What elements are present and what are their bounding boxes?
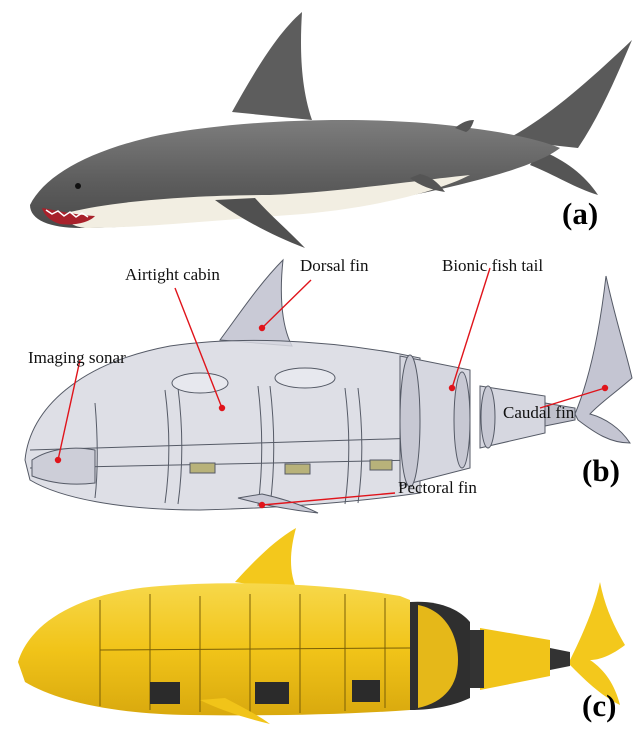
label-bionic-fish-tail: Bionic fish tail bbox=[442, 256, 543, 276]
yellow-robotic-shark bbox=[0, 510, 639, 733]
label-pectoral-fin: Pectoral fin bbox=[398, 478, 477, 498]
panel-a-letter: (a) bbox=[562, 196, 598, 232]
robot-dorsal-fin bbox=[235, 528, 298, 592]
panel-c-letter: (c) bbox=[582, 688, 616, 724]
panel-a-shark-photo: (a) bbox=[0, 0, 639, 252]
robot-tail-segment bbox=[480, 628, 550, 690]
shark-dorsal-fin bbox=[232, 12, 312, 120]
shark-tail-upper-lobe bbox=[505, 40, 632, 148]
panel-b-cad-wireframe: Dorsal fin Bionic fish tail Airtight cab… bbox=[0, 228, 639, 520]
panel-b-letter: (b) bbox=[582, 453, 620, 489]
cad-caudal-fin bbox=[575, 276, 632, 443]
label-airtight-cabin: Airtight cabin bbox=[125, 265, 220, 285]
cad-dorsal-fin bbox=[220, 260, 292, 346]
robot-caudal-fin bbox=[570, 582, 625, 705]
panel-c-robot-photo: (c) bbox=[0, 510, 639, 733]
label-dorsal-fin: Dorsal fin bbox=[300, 256, 368, 276]
label-imaging-sonar: Imaging sonar bbox=[28, 348, 126, 368]
shark-eye bbox=[75, 183, 81, 189]
label-caudal-fin: Caudal fin bbox=[503, 403, 574, 423]
great-white-shark-illustration bbox=[0, 0, 639, 252]
